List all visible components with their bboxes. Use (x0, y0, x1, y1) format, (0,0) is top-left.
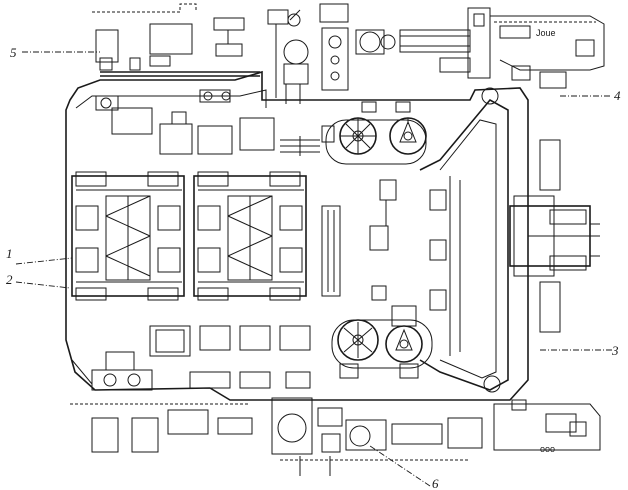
right-tape-channel (419, 87, 509, 393)
right-capstan-assembly (509, 139, 600, 333)
label-2: 2 (6, 272, 13, 287)
left-truss-block (71, 171, 185, 301)
bottom-band (70, 397, 483, 476)
plate-text-bottom: ooo (540, 444, 555, 454)
label-6: 6 (432, 476, 439, 490)
label-1: 1 (6, 246, 13, 261)
plate-text-top: Joue (536, 28, 556, 38)
center-ribbon (321, 179, 417, 327)
bottom-right-plate (493, 399, 601, 451)
lower-spool-pair (331, 319, 433, 379)
outer-housing (65, 70, 529, 401)
top-left-assembly (92, 3, 260, 77)
right-truss-block (193, 171, 307, 301)
leader-lines (15, 51, 612, 487)
top-center-column (267, 3, 471, 104)
upper-spool-pair (321, 101, 427, 165)
label-3: 3 (611, 343, 619, 358)
lower-left-components (91, 325, 311, 391)
label-5: 5 (10, 45, 17, 60)
label-4: 4 (614, 88, 621, 103)
left-top-components (95, 89, 320, 156)
top-right-plate (467, 7, 605, 89)
